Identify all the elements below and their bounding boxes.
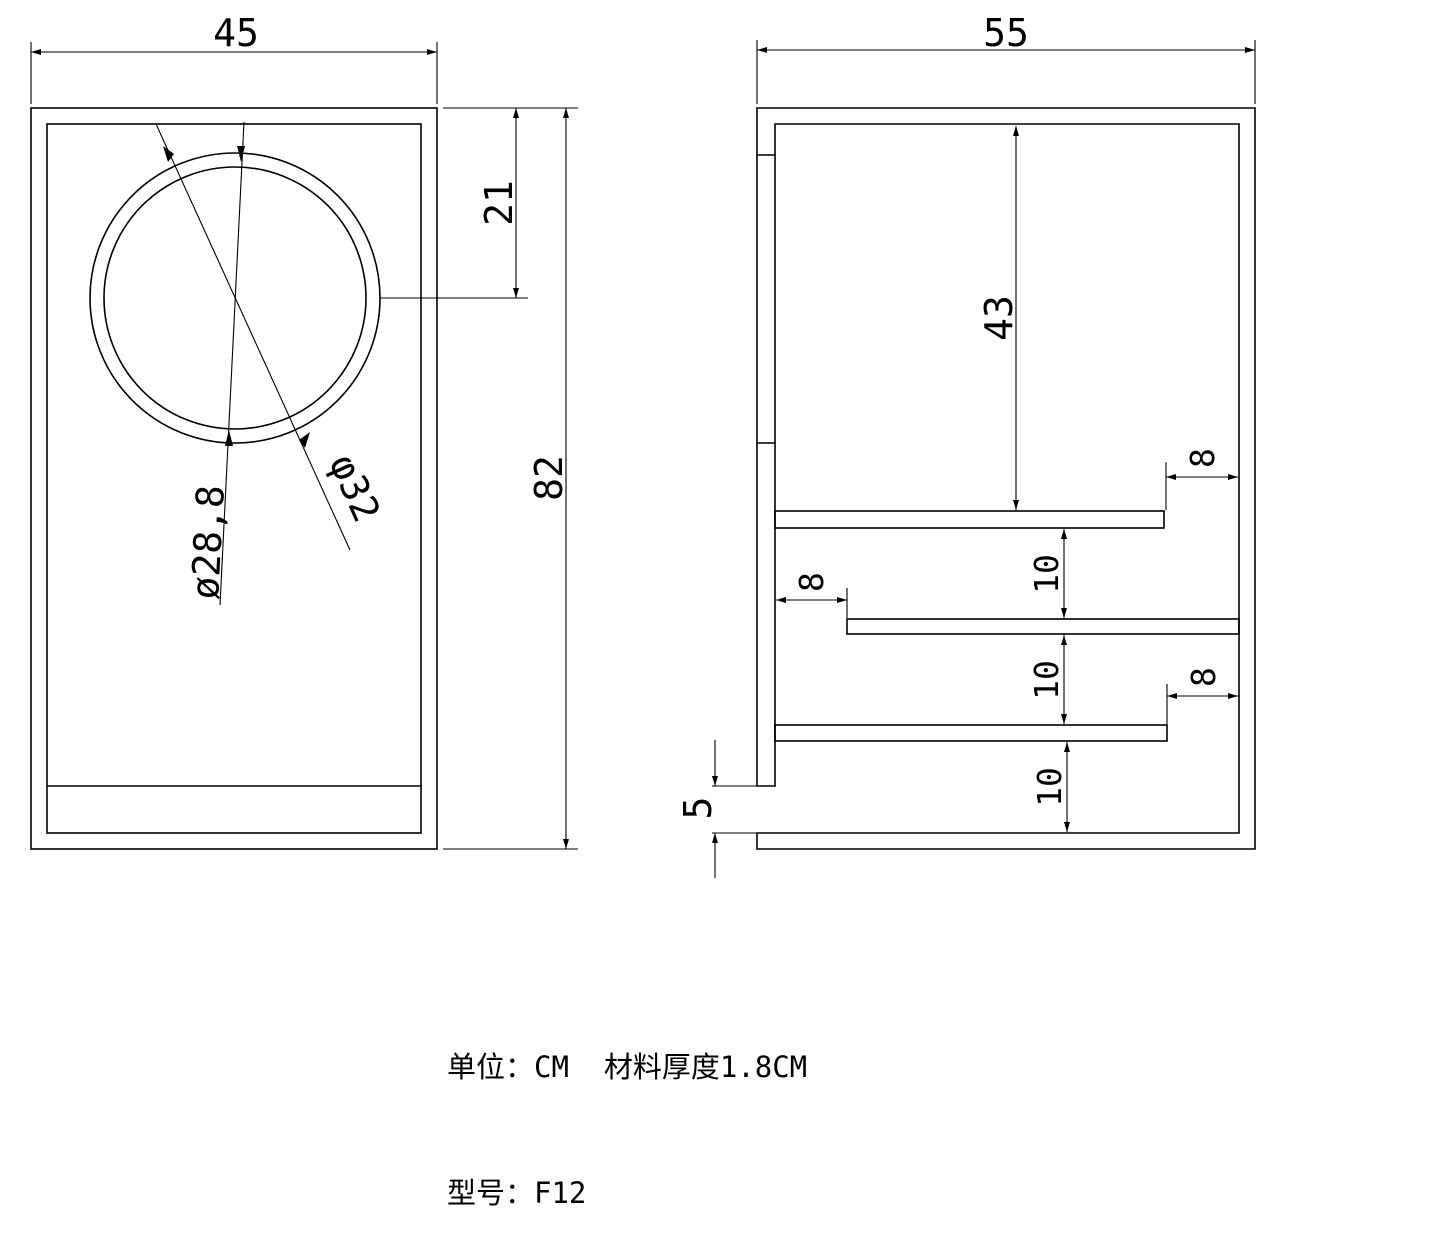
outer-diameter-label: φ32 [321, 448, 389, 529]
front-outer-panel [30, 107, 438, 850]
side-depth-label: 55 [983, 11, 1029, 55]
base-label: 5 [676, 797, 720, 820]
baffle-2 [846, 618, 1240, 635]
side-outer-outline [756, 107, 1256, 850]
drawing-notes: 单位：CM 材料厚度1.8CM 型号：F12 [447, 962, 807, 1256]
front-inner-panel [46, 123, 422, 834]
gap-label-2: 10 [1027, 660, 1066, 700]
front-width-label: 45 [213, 11, 259, 55]
cabinet-drawing: ø28,8 φ32 45 82 21 55 43 10 [30, 11, 1256, 878]
gap-label-3: 10 [1030, 767, 1069, 807]
baffle-3 [774, 724, 1168, 742]
front-height-label: 82 [527, 455, 571, 501]
inner-diameter-label: ø28,8 [183, 484, 233, 601]
top-chamber-label: 43 [977, 295, 1021, 341]
offset-label-3: 8 [1184, 667, 1223, 687]
model-note: 型号：F12 [447, 1176, 587, 1210]
units-note: 单位：CM 材料厚度1.8CM [447, 1050, 808, 1084]
gap-label-1: 10 [1027, 554, 1066, 594]
offset-label-1: 8 [1183, 448, 1222, 468]
front-view: ø28,8 φ32 45 82 21 [30, 11, 578, 850]
outer-diameter-leader [155, 123, 351, 551]
speaker-hole-inner [103, 166, 367, 430]
offset-label-2: 8 [792, 572, 831, 592]
baffle-1 [774, 510, 1165, 529]
hole-offset-label: 21 [477, 180, 521, 226]
side-view: 55 43 10 10 10 8 8 8 5 [676, 11, 1256, 878]
inner-diameter-leader [219, 121, 245, 606]
